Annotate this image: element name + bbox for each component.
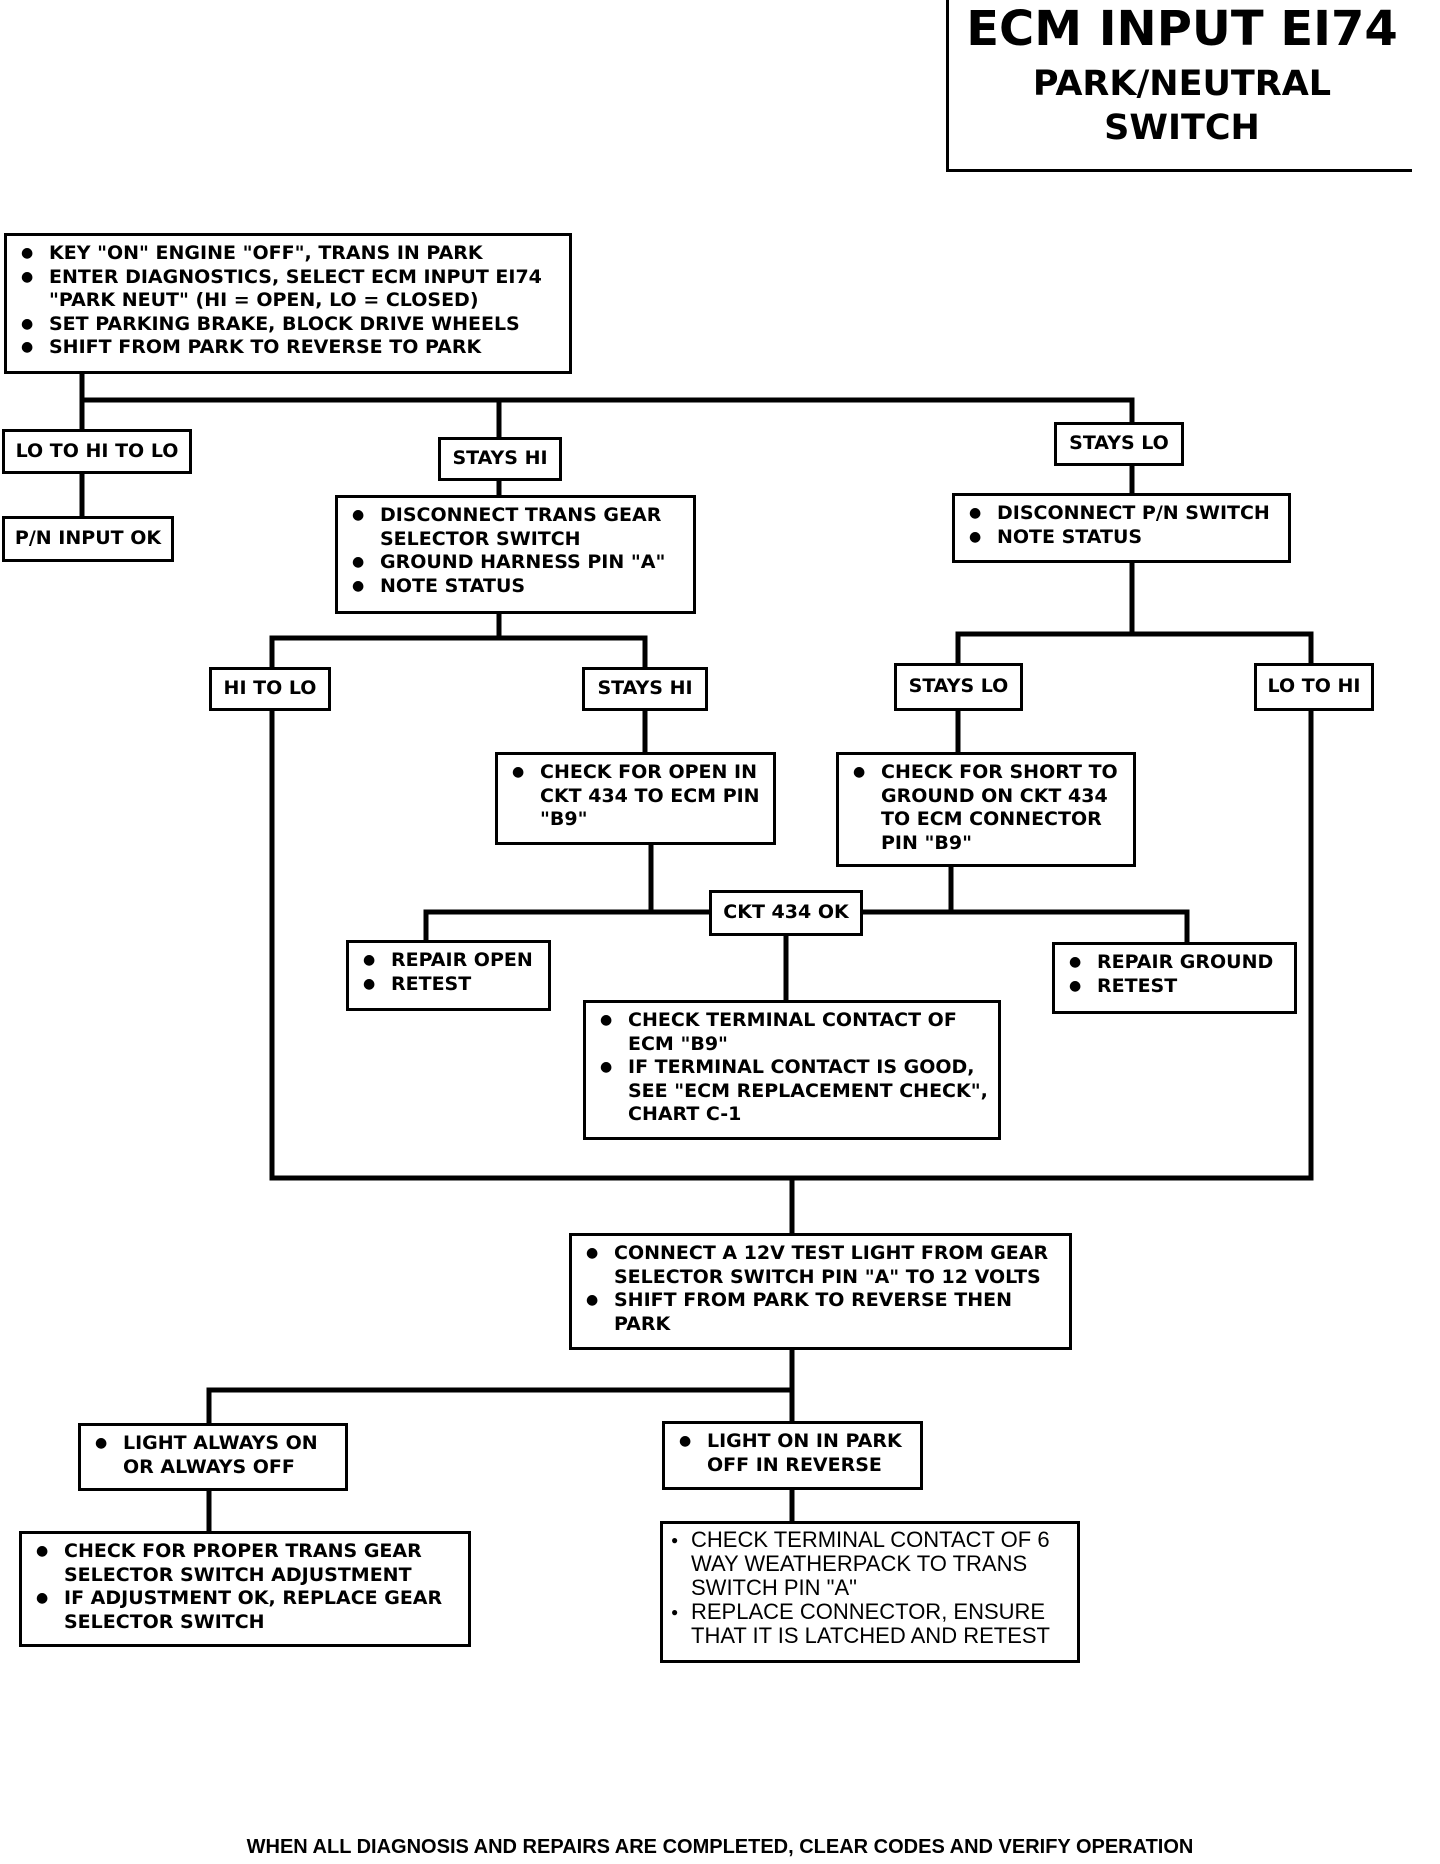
light-park-box: LIGHT ON IN PARK OFF IN REVERSE [662,1421,923,1490]
repair-ground-step-2: RETEST [1063,975,1286,999]
terminal-check-step-2: IF TERMINAL CONTACT IS GOOD, SEE "ECM RE… [594,1056,990,1127]
repair-ground-step-1: REPAIR GROUND [1063,951,1286,975]
repair-open-step-2: RETEST [357,973,540,997]
adjustment-box: CHECK FOR PROPER TRANS GEAR SELECTOR SWI… [19,1531,471,1647]
light-park-result: LIGHT ON IN PARK OFF IN REVERSE [673,1430,912,1477]
footer-note: WHEN ALL DIAGNOSIS AND REPAIRS ARE COMPL… [246,1836,1194,1858]
terminal-check-box: CHECK TERMINAL CONTACT OF ECM "B9" IF TE… [583,1000,1001,1140]
check-open-step: CHECK FOR OPEN IN CKT 434 TO ECM PIN "B9… [506,761,765,832]
check-short-step: CHECK FOR SHORT TO GROUND ON CKT 434 TO … [847,761,1125,855]
lo-step-box: DISCONNECT P/N SWITCH NOTE STATUS [952,493,1291,563]
hi-step-3: NOTE STATUS [346,575,685,599]
lo-step-1: DISCONNECT P/N SWITCH [963,502,1280,526]
page-title: ECM INPUT EI74 [966,1,1398,57]
test-light-box: CONNECT A 12V TEST LIGHT FROM GEAR SELEC… [569,1233,1072,1350]
repair-open-box: REPAIR OPEN RETEST [346,940,551,1011]
start-step-2: ENTER DIAGNOSTICS, SELECT ECM INPUT EI74… [15,266,561,313]
result-hi-to-lo: HI TO LO [209,667,331,711]
pn-input-ok-box: P/N INPUT OK [2,516,174,562]
title-block: ECM INPUT EI74 PARK/NEUTRAL SWITCH [946,0,1412,172]
start-step-1: KEY "ON" ENGINE "OFF", TRANS IN PARK [15,242,561,266]
light-always-box: LIGHT ALWAYS ON OR ALWAYS OFF [78,1423,348,1491]
result-stays-hi: STAYS HI [582,667,708,711]
test-light-step-2: SHIFT FROM PARK TO REVERSE THEN PARK [580,1289,1061,1336]
hi-step-2: GROUND HARNESS PIN "A" [346,551,685,575]
start-box: KEY "ON" ENGINE "OFF", TRANS IN PARK ENT… [4,233,572,374]
lo-step-2: NOTE STATUS [963,526,1280,550]
result-lo-to-hi: LO TO HI [1254,663,1374,711]
hi-step-box: DISCONNECT TRANS GEAR SELECTOR SWITCH GR… [335,495,696,614]
weatherpack-step-2: REPLACE CONNECTOR, ENSURE THAT IT IS LAT… [669,1600,1071,1648]
adjustment-step-1: CHECK FOR PROPER TRANS GEAR SELECTOR SWI… [30,1540,460,1587]
start-step-3: SET PARKING BRAKE, BLOCK DRIVE WHEELS [15,313,561,337]
repair-open-step-1: REPAIR OPEN [357,949,540,973]
weatherpack-step-1: CHECK TERMINAL CONTACT OF 6 WAY WEATHERP… [669,1528,1071,1600]
hi-step-1: DISCONNECT TRANS GEAR SELECTOR SWITCH [346,504,685,551]
check-short-box: CHECK FOR SHORT TO GROUND ON CKT 434 TO … [836,752,1136,867]
light-always-result: LIGHT ALWAYS ON OR ALWAYS OFF [89,1432,337,1479]
weatherpack-box: CHECK TERMINAL CONTACT OF 6 WAY WEATHERP… [660,1521,1080,1663]
terminal-check-step-1: CHECK TERMINAL CONTACT OF ECM "B9" [594,1009,990,1056]
page-subtitle: PARK/NEUTRAL SWITCH [1032,64,1332,148]
branch-stays-lo: STAYS LO [1054,422,1184,466]
check-open-box: CHECK FOR OPEN IN CKT 434 TO ECM PIN "B9… [495,752,776,845]
test-light-step-1: CONNECT A 12V TEST LIGHT FROM GEAR SELEC… [580,1242,1061,1289]
repair-ground-box: REPAIR GROUND RETEST [1052,942,1297,1014]
start-step-4: SHIFT FROM PARK TO REVERSE TO PARK [15,336,561,360]
ckt-434-ok-box: CKT 434 OK [709,890,863,936]
result-stays-lo: STAYS LO [894,663,1023,711]
adjustment-step-2: IF ADJUSTMENT OK, REPLACE GEAR SELECTOR … [30,1587,460,1634]
branch-lo-to-hi-to-lo: LO TO HI TO LO [2,429,192,474]
branch-stays-hi: STAYS HI [438,437,562,481]
